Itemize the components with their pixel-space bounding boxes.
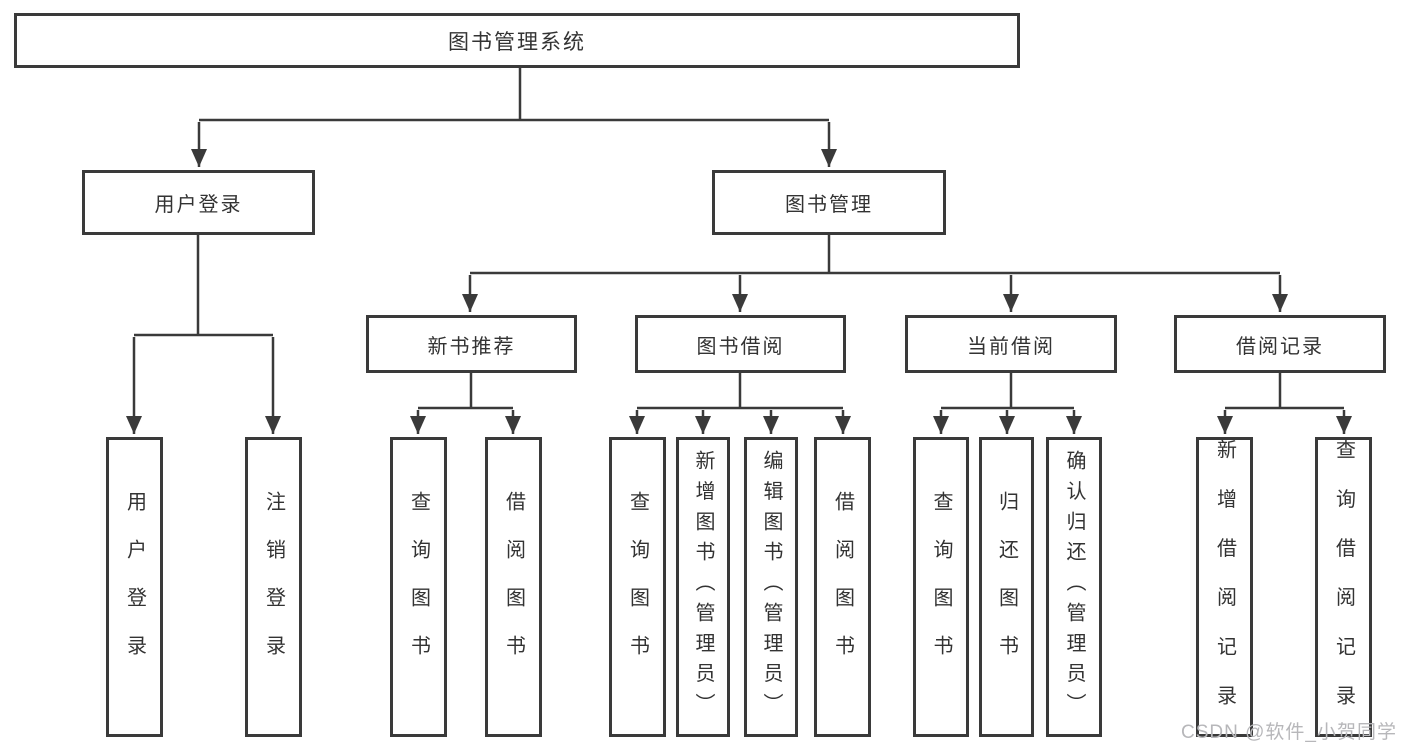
leaf-recommend-borrow-books: 借阅图书 [485,437,542,737]
node-user-login: 用户登录 [82,170,315,235]
leaf-return-books-label: 归还图书 [995,491,1018,683]
leaf-recommend-query-books-label: 查询图书 [407,491,430,683]
node-new-book-recommend-label: 新书推荐 [427,335,516,358]
csdn-watermark: CSDN @软件_小贺同学 [1181,722,1397,743]
leaf-add-borrow-record-label: 新增借阅记录 [1213,439,1236,735]
node-current-borrowing: 当前借阅 [905,315,1117,373]
leaf-confirm-return-admin: 确认归还（管理员） [1046,437,1102,737]
leaf-borrowing-query-books: 查询图书 [609,437,666,737]
node-borrowing-records-label: 借阅记录 [1236,335,1324,358]
node-book-borrowing-label: 图书借阅 [696,335,785,358]
leaf-recommend-borrow-books-label: 借阅图书 [502,491,525,683]
leaf-logout: 注销登录 [245,437,302,737]
leaf-query-borrow-record: 查询借阅记录 [1315,437,1372,737]
leaf-logout-label: 注销登录 [262,491,285,683]
node-current-borrowing-label: 当前借阅 [967,335,1055,358]
leaf-recommend-query-books: 查询图书 [390,437,447,737]
tree-edges [126,68,1352,434]
node-borrowing-records: 借阅记录 [1174,315,1386,373]
leaf-edit-books-admin: 编辑图书（管理员） [744,437,798,737]
node-new-book-recommend: 新书推荐 [366,315,577,373]
node-user-login-label: 用户登录 [154,194,243,216]
leaf-current-query-books-label: 查询图书 [930,491,952,683]
leaf-edit-books-admin-label: 编辑图书（管理员） [760,450,782,724]
leaf-borrowing-borrow-books-label: 借阅图书 [831,491,854,683]
node-book-management: 图书管理 [712,170,946,235]
node-root-label: 图书管理系统 [448,30,586,54]
node-book-borrowing: 图书借阅 [635,315,846,373]
leaf-borrowing-borrow-books: 借阅图书 [814,437,871,737]
leaf-user-login-label: 用户登录 [123,491,146,683]
leaf-return-books: 归还图书 [979,437,1034,737]
node-book-management-label: 图书管理 [785,194,873,216]
leaf-add-borrow-record: 新增借阅记录 [1196,437,1253,737]
leaf-add-books-admin-label: 新增图书（管理员） [692,450,714,724]
leaf-current-query-books: 查询图书 [913,437,969,737]
leaf-borrowing-query-books-label: 查询图书 [626,491,649,683]
leaf-query-borrow-record-label: 查询借阅记录 [1332,439,1355,735]
node-root-library-system: 图书管理系统 [14,13,1020,68]
leaf-add-books-admin: 新增图书（管理员） [676,437,730,737]
leaf-confirm-return-admin-label: 确认归还（管理员） [1063,450,1085,724]
leaf-user-login: 用户登录 [106,437,163,737]
